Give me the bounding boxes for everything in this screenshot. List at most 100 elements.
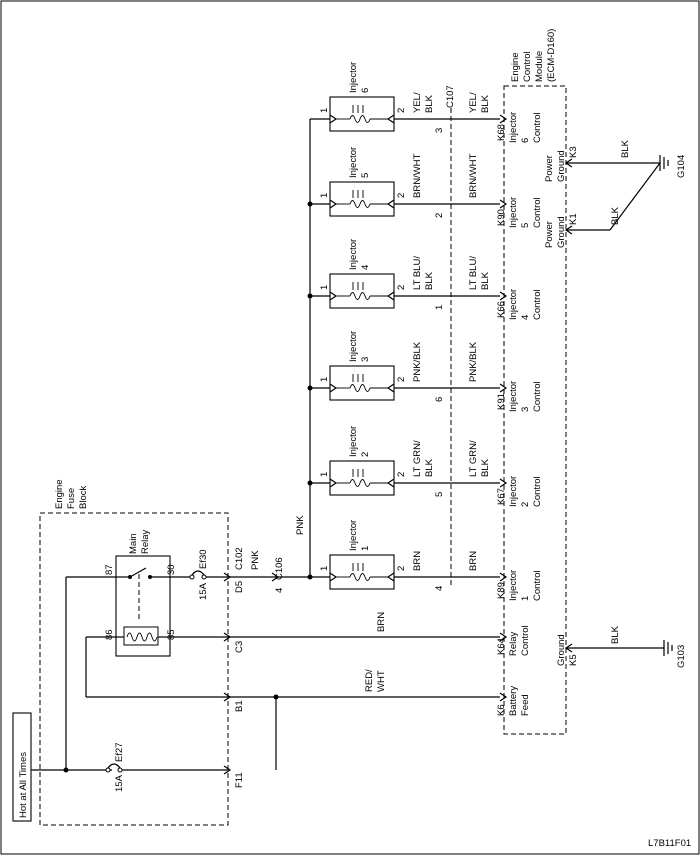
k6-pin-mark bbox=[499, 692, 508, 702]
fuse-ef30-id: Ef30 bbox=[198, 549, 209, 569]
relay-coil-winding bbox=[126, 632, 158, 642]
relay-pin-86: 86 bbox=[104, 629, 115, 640]
injector-4-ecm-pin: K66 bbox=[496, 301, 507, 318]
fuse-block-pin-f11: F11 bbox=[234, 772, 245, 788]
injector-2-ecm-wire-color-line2: BLK bbox=[480, 458, 491, 477]
relay-control-color: BRN bbox=[376, 612, 387, 632]
fuse-ef27-contact-a bbox=[105, 767, 111, 773]
battery-feed-color-line1: RED/ bbox=[364, 669, 375, 692]
ecm-k1-label-line2: Ground bbox=[556, 216, 567, 248]
injector-5-label-line2: 5 bbox=[360, 173, 371, 178]
ecm-pin-k1: K1 bbox=[568, 213, 579, 225]
injector-2-ecm-pin: K67 bbox=[496, 488, 507, 505]
injector-1-ecm-pin-mark bbox=[499, 572, 508, 582]
ecm-k1-label-line1: Power bbox=[544, 221, 555, 248]
injector-2-ecm-pin-mark bbox=[499, 478, 508, 488]
relay-coil-icon bbox=[123, 626, 159, 646]
injector-1-pin2: 2 bbox=[396, 566, 407, 571]
injector-5-coil-icon bbox=[349, 200, 371, 208]
ground-g103-icon bbox=[663, 640, 673, 656]
injector-4-wire-color-line1: LT BLU/ bbox=[412, 256, 423, 290]
injector-1-ecm-label-line3: Control bbox=[532, 570, 543, 601]
injector-1-body bbox=[329, 554, 395, 590]
injector-4-ecm-label-line2: 4 bbox=[520, 315, 531, 320]
ecm-title: Engine Control Module (ECM-D160) bbox=[510, 29, 557, 82]
c107-label: C107 bbox=[445, 85, 456, 108]
injector-5-ecm-pin: K90 bbox=[496, 209, 507, 226]
injector-4-pin1: 1 bbox=[319, 285, 330, 290]
injector-2-pin1: 1 bbox=[319, 472, 330, 477]
fuse-block-pin-b1: B1 bbox=[234, 700, 245, 712]
fuse-ef27-icon bbox=[107, 763, 121, 769]
fuse-ef27-contact-b bbox=[117, 767, 123, 773]
connector-c3-mark bbox=[223, 632, 232, 642]
injector-4-ecm-label-line3: Control bbox=[532, 289, 543, 320]
injector-2-ecm-label-line2: 2 bbox=[520, 502, 531, 507]
ground-g104-label: G104 bbox=[676, 155, 687, 178]
hot-at-all-times-label: Hot at All Times bbox=[18, 752, 29, 818]
injector-6-ecm-wire-color-line2: BLK bbox=[480, 94, 491, 113]
ecm-pin-k6: K6 bbox=[496, 704, 507, 716]
injector-2-wire-color-line1: LT GRN/ bbox=[412, 440, 423, 477]
injector-1-ecm-label-line2: 1 bbox=[520, 596, 531, 601]
ground-k5-color: BLK bbox=[610, 625, 621, 644]
fuse-block-title-line2: Fuse bbox=[66, 488, 77, 509]
injector-4-pin2: 2 bbox=[396, 285, 407, 290]
injector-6-label-line2: 6 bbox=[360, 88, 371, 93]
ground-g103-label: G103 bbox=[676, 645, 687, 668]
relay-pin-85: 85 bbox=[166, 629, 177, 640]
injector-6-wire-color-line2: BLK bbox=[424, 94, 435, 113]
ecm-title-line1: Engine bbox=[510, 52, 521, 82]
injector-5-ecm-pin-mark bbox=[499, 199, 508, 209]
ecm-k64-label-line1: Relay bbox=[508, 631, 519, 656]
injector-5-c107-pin: 2 bbox=[434, 213, 445, 218]
ecm-k64-label-line2: Control bbox=[520, 625, 531, 656]
injector-6-ecm-label-line1: Injector bbox=[508, 112, 519, 143]
ecm-k5-label: Ground bbox=[556, 634, 567, 666]
injector-4-c107-pin: 1 bbox=[434, 305, 445, 310]
injector-1-pin1: 1 bbox=[319, 566, 330, 571]
ecm-k3-label-line2: Ground bbox=[556, 150, 567, 182]
injector-2-label-line2: 2 bbox=[360, 452, 371, 457]
fuse-ef27-rating: 15A bbox=[114, 774, 125, 792]
injector-4-ecm-pin-mark bbox=[499, 291, 508, 301]
injector-1-c107-pin: 4 bbox=[434, 586, 445, 591]
injector-3-ecm-pin-mark bbox=[499, 383, 508, 393]
power-ground-k1-diagonal bbox=[609, 162, 661, 231]
injector-5-ecm-label-line2: 5 bbox=[520, 223, 531, 228]
power-ground-k3-color: BLK bbox=[620, 139, 631, 158]
fuse-block-title-line3: Block bbox=[78, 486, 89, 509]
ecm-k6-label-line1: Battery bbox=[508, 686, 519, 716]
pnk-bus-label: PNK bbox=[295, 515, 306, 535]
injector-3-pin1: 1 bbox=[319, 377, 330, 382]
ecm-k3-label-line1: Power bbox=[544, 155, 555, 182]
injector-3-pin2: 2 bbox=[396, 377, 407, 382]
engine-fuse-block-boundary bbox=[39, 512, 229, 826]
figure-id: L7B11F01 bbox=[648, 838, 691, 849]
injector-3-wire-color-line1: PNK/BLK bbox=[412, 341, 423, 382]
ecm-title-line3: Module bbox=[534, 51, 545, 82]
battery-feed-color-line2: WHT bbox=[376, 670, 387, 692]
injector-1-coil-icon bbox=[349, 573, 371, 581]
injector-5-pin1: 1 bbox=[319, 193, 330, 198]
injector-2-c107-pin: 5 bbox=[434, 492, 445, 497]
injector-3-ecm-wire-color-line1: PNK/BLK bbox=[468, 341, 479, 382]
connector-f11-mark bbox=[223, 765, 232, 775]
injector-3-label-line1: Injector bbox=[348, 331, 359, 362]
fuse-ef30-icon bbox=[191, 570, 205, 576]
relay-switch-arm bbox=[129, 567, 147, 578]
injector-6-body bbox=[329, 96, 395, 132]
c106-label: C106 bbox=[274, 557, 285, 580]
injector-4-ecm-wire-color-line2: BLK bbox=[480, 271, 491, 290]
injector-6-pin2: 2 bbox=[396, 108, 407, 113]
injector-1-wire-color-line1: BRN bbox=[412, 551, 423, 571]
injector-6-ecm-wire-color-line1: YEL/ bbox=[468, 92, 479, 113]
injector-5-body bbox=[329, 181, 395, 217]
injector-2-wire-color-line2: BLK bbox=[424, 458, 435, 477]
